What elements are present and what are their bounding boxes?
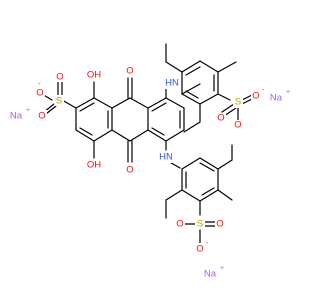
amine-nh-bottom: HN [159,152,173,163]
bonds-sulfonate-left [41,79,77,115]
hydroxyl-bottom: OH [87,160,101,171]
sulfonate-oxygen-bottom-1: O [176,219,183,230]
hydroxyl-top: OH [87,70,101,81]
bonds-carbonyls [127,77,133,163]
sulfur-left: S [56,96,62,107]
carbonyl-oxygen-bottom: O [126,165,133,176]
sodium-ion-bottom: Na [204,269,217,280]
sodium-ion-right: Na [270,93,283,104]
charge-plus-left: + [26,107,30,114]
sulfur-bottom: S [197,219,203,230]
sulfonate-oxygen-right-2: O [217,113,224,124]
atom-labels-layer: O O OH OH HN HN S O O - O Na + S O O O -… [10,64,290,280]
sulfonate-oxygen-right-minus: O [252,91,259,102]
charge-minus-bottom: - [206,240,209,247]
molecule-structure-diagram: O O OH OH HN HN S O O - O Na + S O O O -… [10,43,290,280]
bonds-aryl-top [165,43,237,133]
carbonyl-oxygen-top: O [126,66,133,77]
bonds-aryl-bottom [165,144,233,219]
sulfonate-oxygen-bottom-2: O [216,219,223,230]
sulfonate-oxygen-left-1: O [56,72,63,83]
bonds-right-ring [147,97,185,142]
sodium-ion-left: Na [10,111,23,122]
bonds-left-ring [75,97,113,142]
charge-plus-right: + [286,89,290,96]
sulfur-right: S [235,97,241,108]
sulfonate-oxygen-left-2: O [38,111,45,122]
structure-svg [41,43,255,245]
sulfonate-oxygen-bottom-minus: O [196,244,203,255]
charge-plus-bottom: + [220,265,224,272]
bonds-middle-ring [111,97,149,142]
amine-nh-top: HN [165,78,179,89]
charge-minus-left: - [38,81,41,88]
sulfonate-oxygen-right-1: O [234,120,241,131]
charge-minus-right: - [262,87,265,94]
sulfonate-oxygen-left-minus: O [36,88,43,99]
